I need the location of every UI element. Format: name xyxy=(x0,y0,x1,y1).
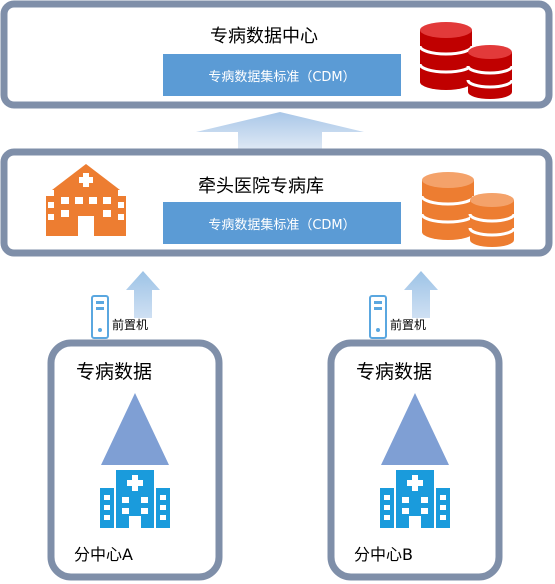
hospital-icon xyxy=(100,470,170,528)
upload-arrow-left xyxy=(126,271,160,318)
data-triangle-a xyxy=(101,393,169,465)
server-icon xyxy=(91,295,109,339)
cdm-standard-bar-middle: 专病数据集标准（CDM） xyxy=(163,202,401,244)
center-a-data-title: 专病数据 xyxy=(76,361,153,383)
big-up-arrow xyxy=(196,112,364,150)
server-icon xyxy=(369,295,387,339)
front-server-label-a: 前置机 xyxy=(112,318,149,332)
center-b-data-title: 专病数据 xyxy=(356,361,433,383)
data-center-title: 专病数据中心 xyxy=(210,26,318,47)
lead-hospital-title: 牵头医院专病库 xyxy=(198,176,324,197)
hospital-icon xyxy=(46,164,126,236)
center-a-name: 分中心A xyxy=(74,545,133,564)
database-stack-icon xyxy=(420,172,516,247)
front-server-label-b: 前置机 xyxy=(390,318,427,332)
center-b-name: 分中心B xyxy=(354,545,413,564)
hospital-icon xyxy=(380,470,450,528)
upload-arrow-right xyxy=(404,271,438,318)
database-stack-icon xyxy=(418,22,514,99)
cdm-standard-bar-top: 专病数据集标准（CDM） xyxy=(163,54,401,96)
data-triangle-b xyxy=(381,393,449,465)
